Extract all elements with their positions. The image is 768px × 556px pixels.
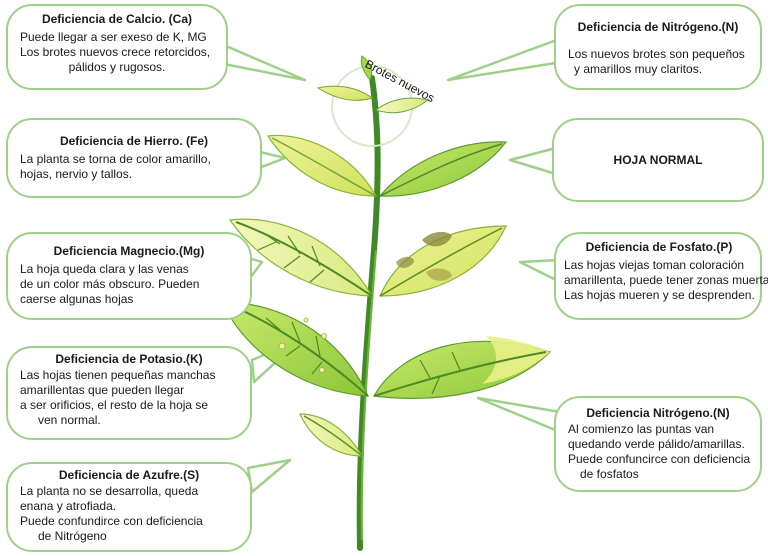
leaf-magnesio (228, 218, 374, 297)
callout-calcio-line: pálidos y rugosos. (68, 60, 166, 74)
callout-fosfato-line: amarillenta, puede tener zonas muerta. (564, 273, 768, 287)
callout-azufre-line: de Nitrógeno (38, 529, 107, 543)
shoot-leaf-left (316, 85, 374, 101)
callout-calcio-title: Deficiencia de Calcio. (Ca) (41, 12, 193, 26)
tail-normal (508, 146, 558, 176)
callout-nitrogeno-2: Deficiencia Nitrógeno.(N) Al comienzo la… (554, 396, 762, 492)
callout-nitrogeno-1-line: y amarillos muy claritos. (574, 62, 703, 76)
callout-azufre-title: Deficiencia de Azufre.(S) (58, 468, 200, 482)
callout-azufre-line: La planta no se desarrolla, queda (20, 484, 199, 498)
callout-nitrogeno-2-title: Deficiencia Nitrógeno.(N) (586, 406, 730, 420)
callout-hierro-line: La planta se torna de color amarillo, (20, 152, 211, 166)
callout-azufre: Deficiencia de Azufre.(S) La planta no s… (6, 462, 252, 552)
callout-nitrogeno-2-line: quedando verde pálido/amarillas. (568, 437, 745, 451)
callout-hoja-normal: HOJA NORMAL (552, 118, 764, 202)
callout-potasio: Deficiencia de Potasio.(K) Las hojas tie… (6, 346, 252, 440)
tail-azufre (246, 458, 292, 494)
callout-nitrogeno-1-title: Deficiencia de Nitrógeno.(N) (577, 20, 739, 34)
leaf-azufre (299, 413, 364, 457)
callout-potasio-line: Las hojas tienen pequeñas manchas (20, 368, 216, 382)
tail-nitrogeno1 (446, 36, 564, 82)
callout-potasio-line: ven normal. (38, 413, 101, 427)
callout-potasio-title: Deficiencia de Potasio.(K) (55, 352, 203, 366)
callout-potasio-line: a ser orificios, el resto de la hoja se (20, 398, 209, 412)
callout-hierro: Deficiencia de Hierro. (Fe) La planta se… (6, 118, 262, 198)
callout-magnesio-line: La hoja queda clara y las venas (20, 262, 189, 276)
callout-magnesio-line: caerse algunas hojas (20, 292, 134, 306)
callout-azufre-line: Puede confundirce con deficiencia (20, 514, 203, 528)
callout-fosfato: Deficiencia de Fosfato.(P) Las hojas vie… (554, 232, 768, 320)
callout-fosfato-line: Las hojas mueren y se desprenden. (564, 288, 755, 302)
callout-magnesio-line: de un color más obscuro. Pueden (20, 277, 200, 291)
callout-nitrogeno-1-line: Los nuevos brotes son pequeños (568, 47, 745, 61)
stem (356, 75, 381, 551)
callout-hoja-normal-title: HOJA NORMAL (613, 152, 703, 167)
callout-calcio-line: Puede llegar a ser exeso de K, MG (20, 30, 207, 44)
callout-nitrogeno-2-line: Puede confuncirce con deficiencia (568, 452, 751, 466)
stem-highlight (360, 249, 377, 541)
callout-magnesio-title: Deficiencia Magnecio.(Mg) (53, 244, 205, 258)
callout-fosfato-line: Las hojas viejas toman coloración (564, 258, 745, 272)
callout-nitrogeno-2-line: Al comienzo las puntas van (568, 422, 715, 436)
callout-nitrogeno-1: Deficiencia de Nitrógeno.(N) Los nuevos … (554, 4, 762, 90)
callout-fosfato-title: Deficiencia de Fosfato.(P) (585, 240, 733, 254)
callout-calcio-line: Los brotes nuevos crece retorcidos, (20, 45, 211, 59)
callout-azufre-line: enana y atrofiada. (20, 499, 117, 513)
callout-potasio-line: amarillentas que pueden llegar (20, 383, 185, 397)
tail-nitrogeno2 (476, 396, 562, 434)
callout-magnesio: Deficiencia Magnecio.(Mg) La hoja queda … (6, 232, 252, 320)
callout-calcio: Deficiencia de Calcio. (Ca) Puede llegar… (6, 4, 228, 90)
shoot-leaf-small (360, 55, 373, 81)
callout-hierro-title: Deficiencia de Hierro. (Fe) (59, 134, 209, 148)
leaf-normal (378, 141, 508, 197)
callout-nitrogeno-2-line: de fosfatos (580, 467, 639, 481)
shoot-leaf-right (374, 97, 430, 114)
callout-hierro-line: hojas, nervio y tallos. (20, 167, 133, 181)
